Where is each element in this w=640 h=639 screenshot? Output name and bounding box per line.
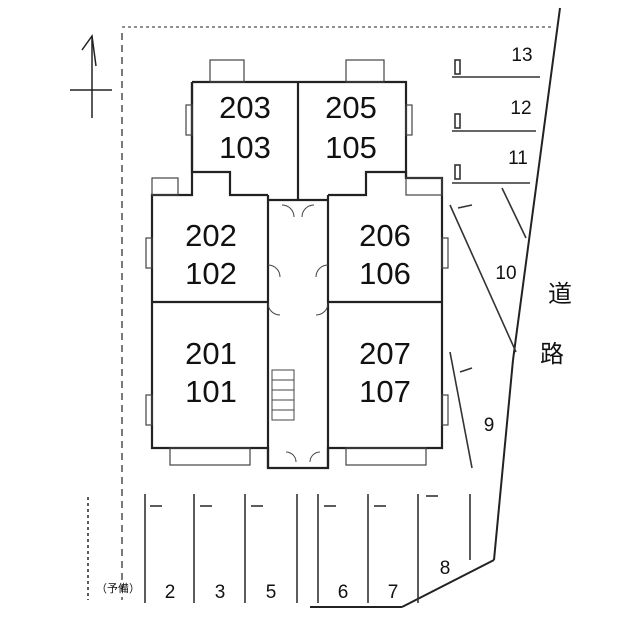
parking-reserve: （予備） (96, 582, 140, 595)
stairwell (267, 204, 329, 463)
parking-space-7: 7 (388, 582, 399, 603)
unit-201-upper: 201 (185, 336, 237, 371)
balconies (145, 59, 449, 466)
parking-space-8: 8 (440, 558, 451, 579)
unit-207-lower: 107 (359, 374, 411, 409)
unit-206-upper: 206 (359, 218, 411, 253)
road-label-1: 道 (548, 280, 572, 308)
unit-202-lower: 102 (185, 256, 237, 291)
unit-205-upper: 205 (325, 90, 377, 125)
parking-space-3: 3 (215, 582, 226, 603)
road-label-2: 路 (540, 340, 564, 368)
parking-space-13: 13 (511, 45, 532, 66)
unit-205-lower: 105 (325, 130, 377, 165)
unit-206-lower: 106 (359, 256, 411, 291)
unit-203-lower: 103 (219, 130, 271, 165)
parking-space-6: 6 (338, 582, 349, 603)
parking-space-9: 9 (484, 415, 495, 436)
parking-space-2: 2 (165, 582, 176, 603)
parking-space-12: 12 (510, 98, 531, 119)
unit-203-upper: 203 (219, 90, 271, 125)
unit-201-lower: 101 (185, 374, 237, 409)
parking-space-5: 5 (266, 582, 277, 603)
unit-202-upper: 202 (185, 218, 237, 253)
parking-space-11: 11 (508, 148, 528, 169)
north-arrow-icon (70, 34, 112, 118)
right-parking-lines (449, 59, 540, 469)
unit-207-upper: 207 (359, 336, 411, 371)
bottom-parking-lines (87, 494, 471, 603)
parking-space-10: 10 (495, 263, 516, 284)
